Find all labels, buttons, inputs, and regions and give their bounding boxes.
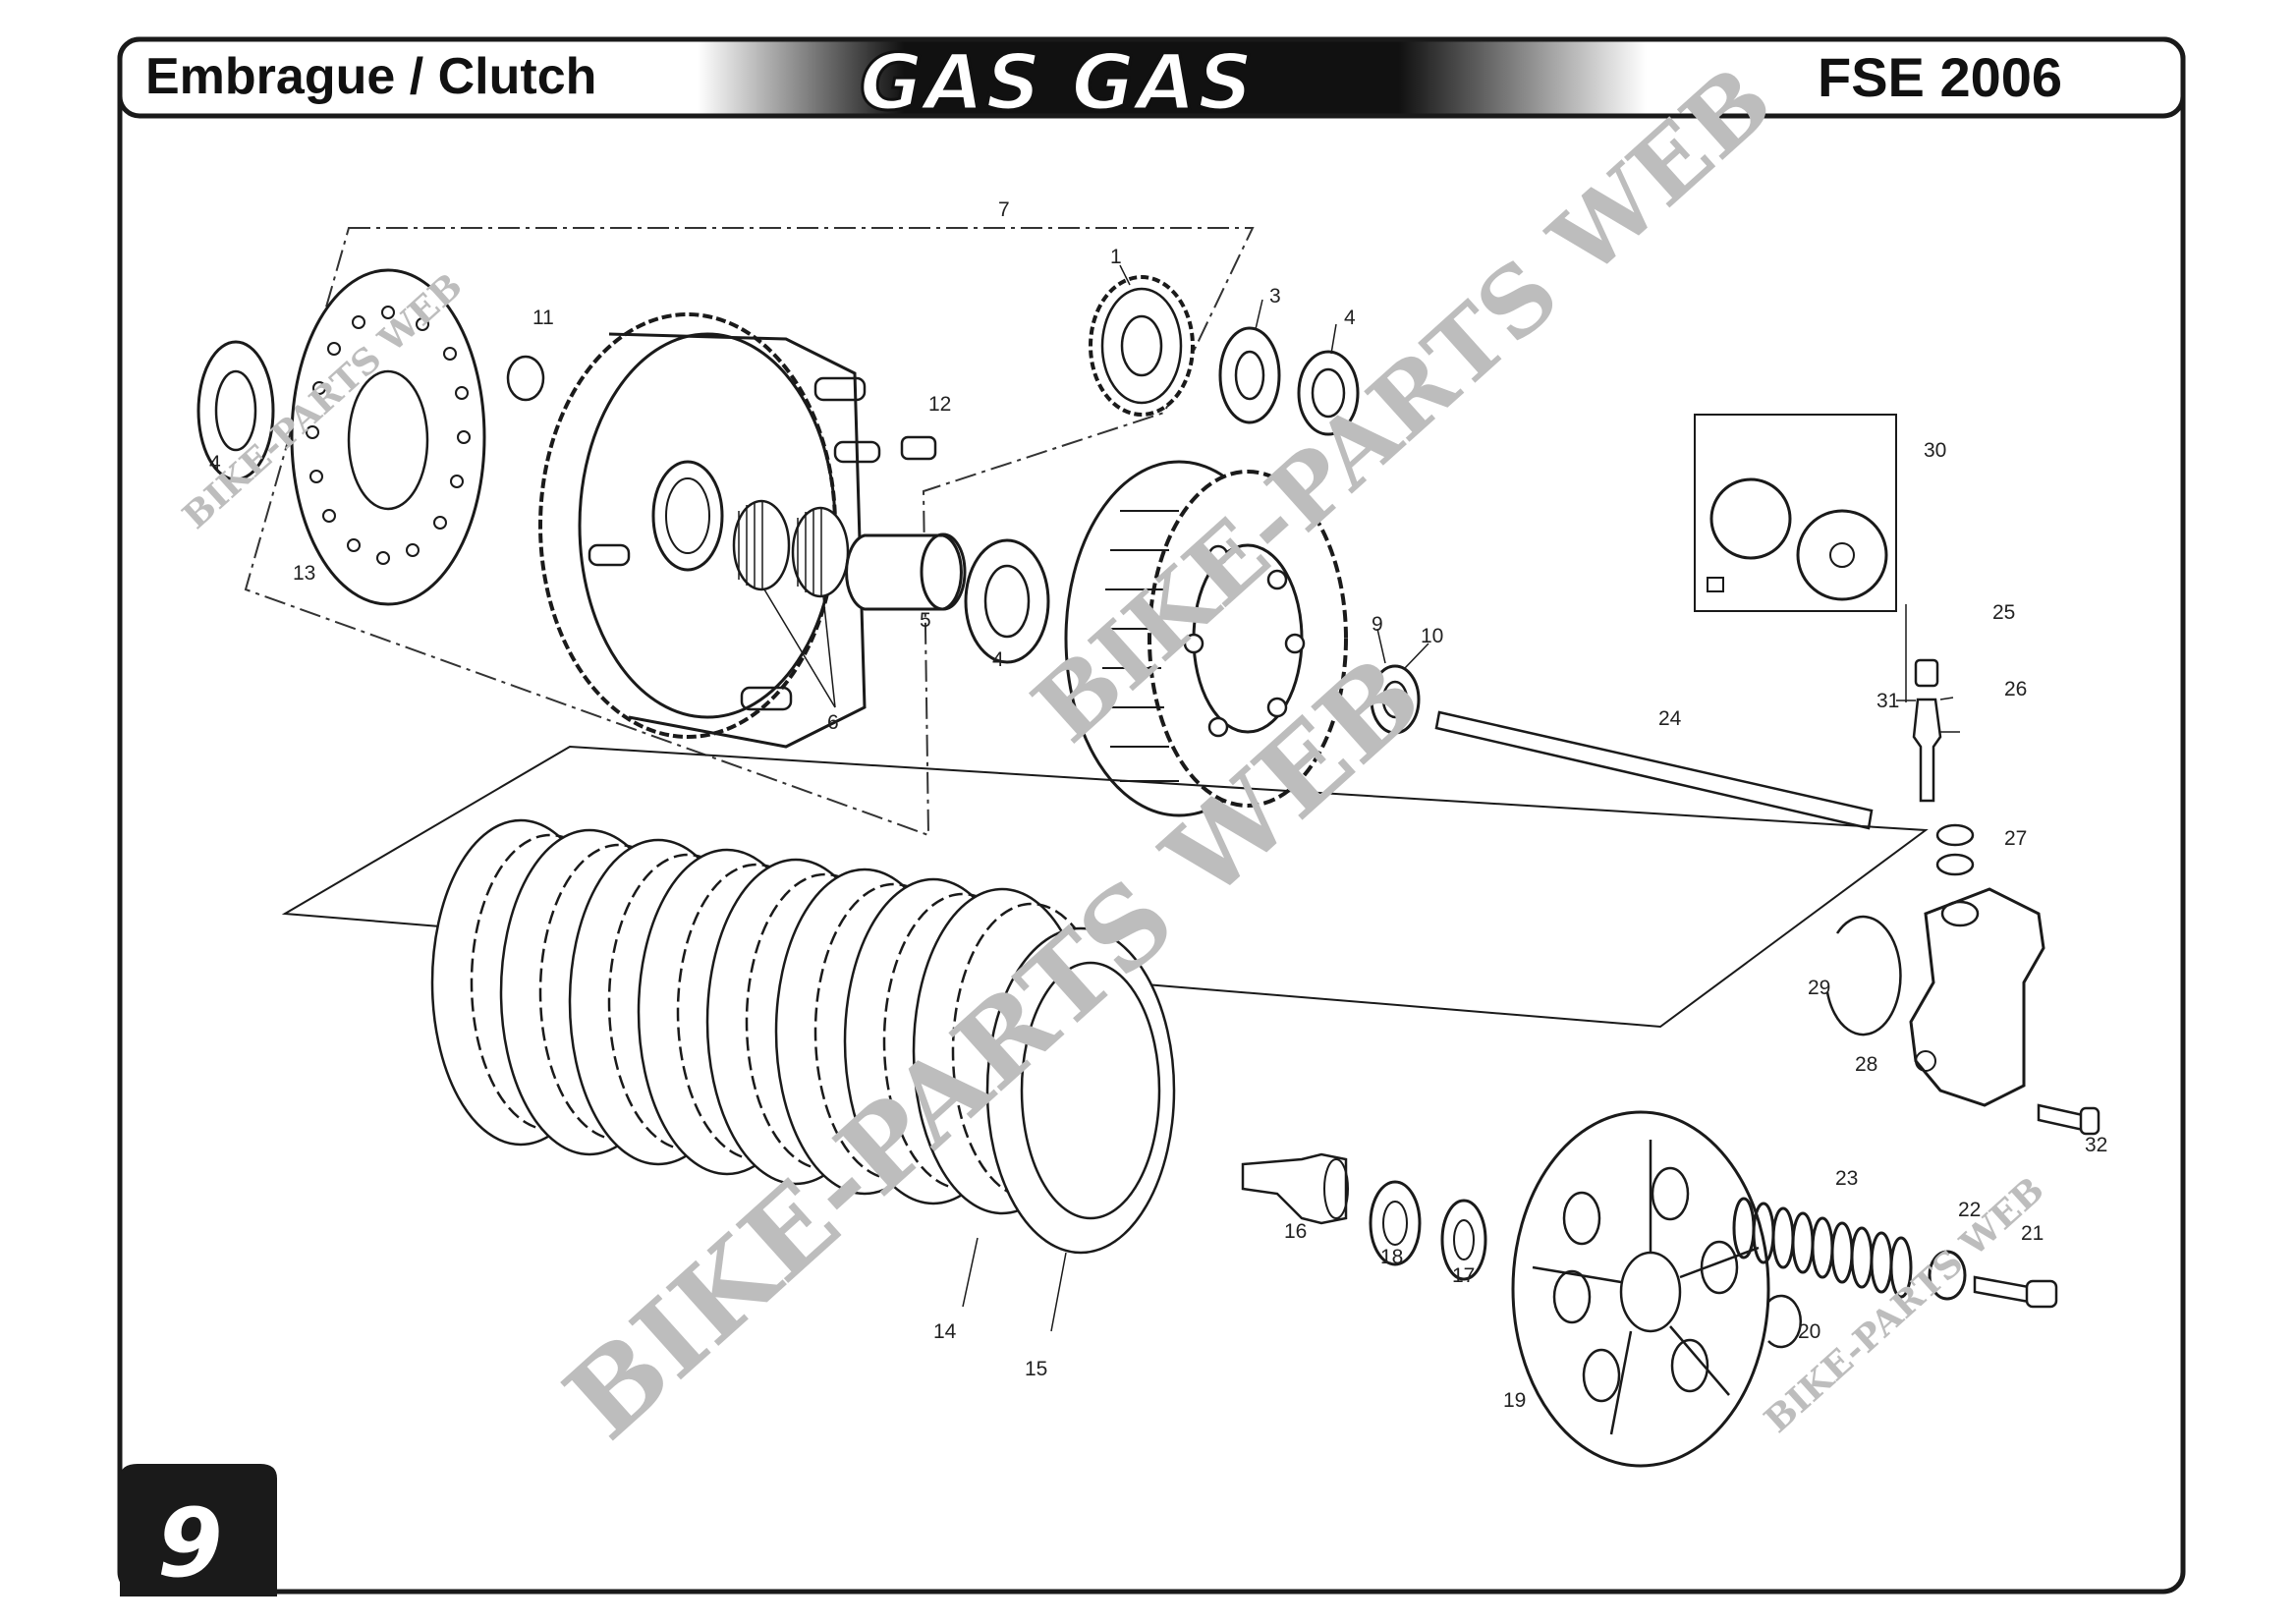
callout-18: 18	[1380, 1246, 1403, 1268]
o-ring	[1935, 823, 1975, 847]
washer	[964, 538, 1050, 664]
callout-4b: 4	[992, 648, 1004, 671]
callout-6: 6	[827, 711, 839, 734]
page-title: Embrague / Clutch	[145, 48, 597, 105]
thrust-bearing	[1369, 1180, 1422, 1266]
clutch-housing-gear	[538, 312, 837, 739]
ring	[1370, 664, 1421, 735]
bearing	[1297, 350, 1360, 436]
callout-2: 3	[1269, 285, 1281, 308]
callouts: 1 3 4 4 4 5 6 7 9 10 11 12 13 14 15 16 1…	[209, 198, 2107, 1412]
callout-10: 10	[1421, 625, 1443, 647]
callout-31: 31	[1876, 690, 1899, 712]
callout-5: 5	[920, 609, 931, 632]
washer	[1218, 326, 1281, 424]
callout-30: 30	[1924, 439, 1946, 462]
plate-pack-outline	[281, 745, 1929, 1029]
washer	[196, 340, 275, 481]
page-number-tab	[120, 1464, 277, 1596]
callout-32: 32	[2085, 1134, 2107, 1156]
callout-11: 11	[532, 307, 554, 329]
spring-bolt	[1973, 1275, 2031, 1304]
callout-9: 9	[1372, 613, 1383, 636]
callout-23: 23	[1835, 1167, 1858, 1190]
callout-21: 21	[2021, 1222, 2044, 1245]
seal-kit-box	[1694, 414, 1897, 612]
callout-20: 20	[1798, 1320, 1820, 1343]
callout-27: 27	[2004, 827, 2027, 850]
pin	[900, 435, 937, 461]
callout-24: 24	[1658, 707, 1682, 730]
washer	[1440, 1199, 1487, 1281]
needle-bearing	[732, 499, 850, 598]
callout-15: 15	[1025, 1358, 1047, 1380]
bolt	[2037, 1103, 2085, 1132]
o-ring	[1935, 853, 1975, 876]
callout-17: 17	[1452, 1264, 1475, 1287]
clutch-spring	[1732, 1197, 1913, 1299]
callout-1: 1	[1110, 246, 1122, 268]
bleed-cap	[1914, 658, 1939, 688]
callout-14: 14	[933, 1320, 957, 1343]
thrust-piece	[1241, 1152, 1348, 1225]
callout-25: 25	[1992, 601, 2015, 624]
slave-cylinder	[1909, 887, 2045, 1107]
callout-3: 4	[1344, 307, 1356, 329]
spring-washer	[1928, 1250, 1967, 1301]
callout-13: 13	[293, 562, 315, 585]
circlip	[1825, 915, 1902, 1036]
callout-26: 26	[2004, 678, 2027, 700]
circlip	[1767, 1294, 1803, 1349]
callout-16: 16	[1284, 1220, 1307, 1243]
callout-28: 28	[1855, 1053, 1877, 1076]
clutch-hub-inner	[1148, 470, 1348, 808]
bushing	[845, 533, 963, 611]
watermark: BIKE-PARTS WEB	[1757, 1169, 2052, 1441]
header-band	[117, 36, 2186, 119]
gear	[1089, 275, 1195, 417]
clutch-plates	[430, 818, 1176, 1255]
callout-19: 19	[1503, 1389, 1526, 1412]
callout-4a: 4	[209, 452, 221, 475]
bleed-screw	[1912, 698, 1942, 803]
spacer	[506, 355, 545, 402]
brand-logo: GAS GAS	[858, 38, 1256, 130]
callout-29: 29	[1808, 977, 1830, 999]
friction-disc	[290, 268, 486, 606]
page-number: 9	[157, 1488, 223, 1598]
callout-22: 22	[1958, 1199, 1981, 1221]
model-title: FSE 2006	[1818, 46, 2063, 108]
callout-7: 7	[998, 198, 1010, 221]
group-outline-7	[244, 227, 1255, 837]
push-rod	[1434, 710, 1874, 830]
callout-12: 12	[928, 393, 951, 416]
